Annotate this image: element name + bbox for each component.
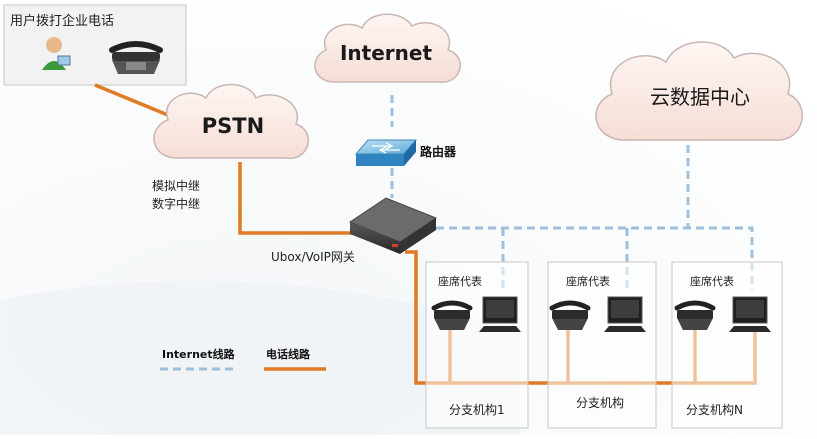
trunk-digital-label: 数字中继 [152,196,200,211]
computer-icon [604,296,646,332]
pstn-cloud-label: PSTN [202,114,264,138]
pstn-to-gateway-line [238,162,352,235]
datacenter-cloud-label: 云数据中心 [650,85,750,109]
branch-name-label: 分支机构N [686,402,743,417]
internet-cloud-label: Internet [340,41,432,65]
legend-internet-label: Internet线路 [162,347,236,361]
caller-to-pstn-line [94,83,176,120]
desk-phone-icon [549,300,591,330]
pstn-cloud: PSTN [153,83,309,159]
trunk-analog-label: 模拟中继 [152,178,200,193]
legend: Internet线路 电话线路 [160,347,326,371]
gateway-device-icon [348,197,438,254]
computer-icon [479,296,521,332]
branch-box [671,261,783,429]
background-swoosh [0,280,520,435]
branch-name-label: 分支机构1 [449,402,505,417]
branch-office-1: 座席代表 分支机构1 [425,261,529,429]
branch-office-3: 座席代表 分支机构N [671,261,783,429]
caller-label: 用户拨打企业电话 [10,13,114,29]
router-icon [354,139,418,166]
desk-phone-icon [431,300,473,330]
desk-phone-icon [109,41,163,74]
branch-seat-label: 座席代表 [566,274,610,288]
branch-seat-label: 座席代表 [438,274,482,288]
computer-icon [729,296,771,332]
branch-box [547,261,657,429]
caller-panel: 用户拨打企业电话 [3,4,187,86]
router-label: 路由器 [420,144,457,159]
branch-box [425,261,529,429]
datacenter-cloud: 云数据中心 [595,41,803,141]
user-phone-icon [42,37,71,70]
desk-phone-icon [674,300,716,330]
internet-cloud: Internet [314,13,461,83]
branch-office-2: 座席代表 分支机构 [547,261,657,429]
branch-seat-label: 座席代表 [690,274,734,288]
legend-phone-label: 电话线路 [266,347,311,361]
gateway-label: Ubox/VoIP网关 [271,250,355,264]
branch-name-label: 分支机构 [576,395,624,410]
